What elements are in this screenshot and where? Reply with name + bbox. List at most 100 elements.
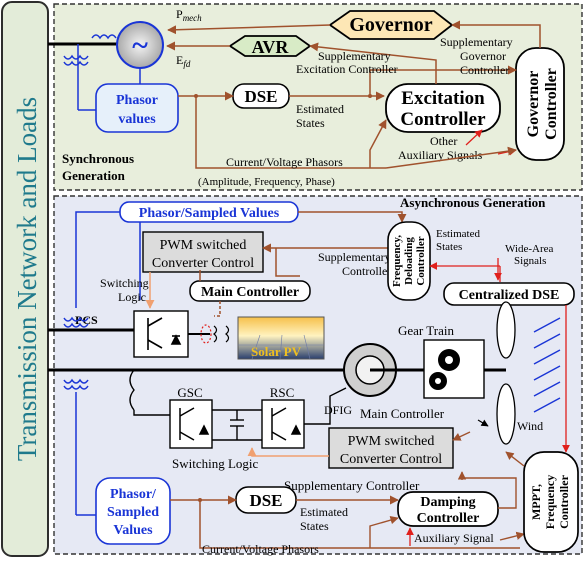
gsc-box (169, 399, 213, 449)
avr-label: AVR (252, 37, 290, 57)
gsc-label: GSC (177, 385, 202, 400)
est-states-top-1: Estimated (436, 228, 480, 240)
est-states-bottom-1: Estimated (300, 505, 348, 519)
rotor-line (133, 410, 170, 416)
mppt-controller-box (523, 451, 579, 553)
sync-section-1: Synchronous (62, 151, 134, 166)
excitation-controller-box (385, 83, 501, 133)
wind-label: Wind (517, 419, 543, 433)
supp-exc-1: Supplementary (318, 49, 391, 63)
side-title: Transmission Network and Loads (12, 97, 42, 461)
rsc-box (261, 399, 305, 449)
exc-to-avr-arrow (309, 42, 437, 84)
gov-ctrl-line2: Controller (543, 68, 560, 140)
wide-area-2: Signals (514, 255, 546, 267)
sync-cv-to-gov (385, 146, 517, 169)
solar-pv-image (237, 316, 325, 360)
wind-arrows (533, 317, 561, 413)
sync-phasor-values-box (95, 83, 179, 133)
excitation-line1: Excitation (401, 88, 485, 109)
main-controller-bottom: Main Controller (360, 406, 445, 421)
damping-to-supp (462, 477, 517, 509)
async-dse-label: DSE (249, 491, 282, 510)
phasor-bottom-3: Values (113, 523, 153, 538)
freq-deloading-box (387, 221, 431, 301)
pwm-top-1: PWM switched (160, 238, 247, 253)
governor-label: Governor (349, 14, 432, 36)
damping-1: Damping (420, 495, 475, 510)
dfig-transformer-icon (63, 378, 89, 390)
wind-turbine-icon (484, 301, 516, 445)
centralized-dse: Centralized DSE (459, 288, 560, 303)
mppt-2: Frequency (543, 475, 557, 529)
est-states-top-2: States (436, 241, 462, 253)
pcs-transformer-icon (63, 316, 89, 328)
pwm-bottom-to-rsc (247, 447, 329, 457)
pwm-top-2: Converter Control (152, 256, 254, 271)
damping-2: Controller (417, 511, 480, 526)
to-pwm-bottom-arrow (452, 431, 471, 441)
sync-phasor-line1: Phasor (116, 93, 158, 108)
cv-to-mppt (499, 531, 525, 541)
phasor-sampled-bottom-box (95, 477, 171, 545)
async-cv-label: Current/Voltage Phasors (202, 542, 319, 556)
supp-gov-1: Supplementary (440, 35, 513, 49)
supp-ctrl-top-2: Controller (342, 264, 391, 278)
cv-to-damping (369, 516, 399, 548)
other-aux-arrow (465, 129, 483, 146)
gsc-igbt-icon (179, 407, 210, 441)
supp-line (275, 248, 300, 277)
other-aux-2: Auxiliary Signals (398, 148, 483, 162)
rotor-inductor-icon (129, 369, 135, 411)
switching-logic-top-1: Switching (100, 276, 149, 290)
side-panel (1, 1, 49, 557)
dfig-label: DFIG (324, 403, 352, 417)
main-controller-top: Main Controller (201, 285, 299, 300)
supp-gov-3: Controller (460, 63, 509, 77)
supp-exc-2: Excitation Controller (296, 62, 398, 76)
gov-ctrl-line1: Governor (525, 71, 542, 138)
main-dashed (214, 301, 221, 317)
phasor-bottom-1: Phasor/ (110, 487, 157, 502)
other-aux-1: Other (430, 134, 457, 148)
gear-icon (429, 349, 460, 390)
phasor-sampled-top: Phasor/Sampled Values (139, 206, 280, 221)
generator-symbol: ~ (132, 29, 148, 62)
p-mech-label: Pmech (176, 7, 202, 23)
damping-controller-box (397, 491, 499, 527)
wide-area-1: Wide-Area (505, 243, 554, 255)
sync-section-2: Generation (62, 168, 126, 183)
sync-est-states-2: States (296, 116, 325, 130)
async-cv-line (199, 500, 520, 549)
pwm-top-box (142, 231, 264, 273)
gear-train-label: Gear Train (398, 323, 454, 338)
mppt-to-wind (505, 451, 525, 467)
dse-to-govctrl-arrow (369, 65, 517, 96)
supp-gov-2: Governor (460, 49, 506, 63)
freq-del-3: Controller (415, 236, 427, 285)
e-fd-label: Efd (176, 53, 191, 69)
sync-cv-label: Current/Voltage Phasors (226, 155, 343, 169)
sync-cv-to-exc (369, 119, 387, 168)
freq-del-2: Deloading (403, 237, 415, 285)
dc-link-icon (212, 409, 262, 441)
aux-signal-label: Auxiliary Signal (414, 531, 494, 545)
supp-ctrl-top-1: Supplementary (318, 250, 391, 264)
sync-cv-line (195, 96, 386, 169)
solar-pv-label: Solar PV (251, 344, 302, 359)
sync-transformer-icon (63, 34, 117, 66)
supp-ctrl-bottom: Supplementary Controller (284, 478, 420, 493)
mppt-1: MPPT, (529, 484, 543, 520)
sync-phasor-line2: values (118, 112, 156, 127)
solar-grid-lines (238, 334, 324, 360)
est-states-bottom-2: States (300, 519, 329, 533)
mppt-3: Controller (557, 474, 571, 528)
sync-est-states-1: Estimated (296, 102, 344, 116)
pwm-bottom-1: PWM switched (348, 434, 435, 449)
async-section-label: Asynchronous Generation (400, 195, 546, 210)
phasor-top-to-freq-arrow (388, 211, 407, 223)
rsc-igbt-icon (271, 407, 302, 441)
rsc-to-dfig-line (304, 387, 347, 425)
